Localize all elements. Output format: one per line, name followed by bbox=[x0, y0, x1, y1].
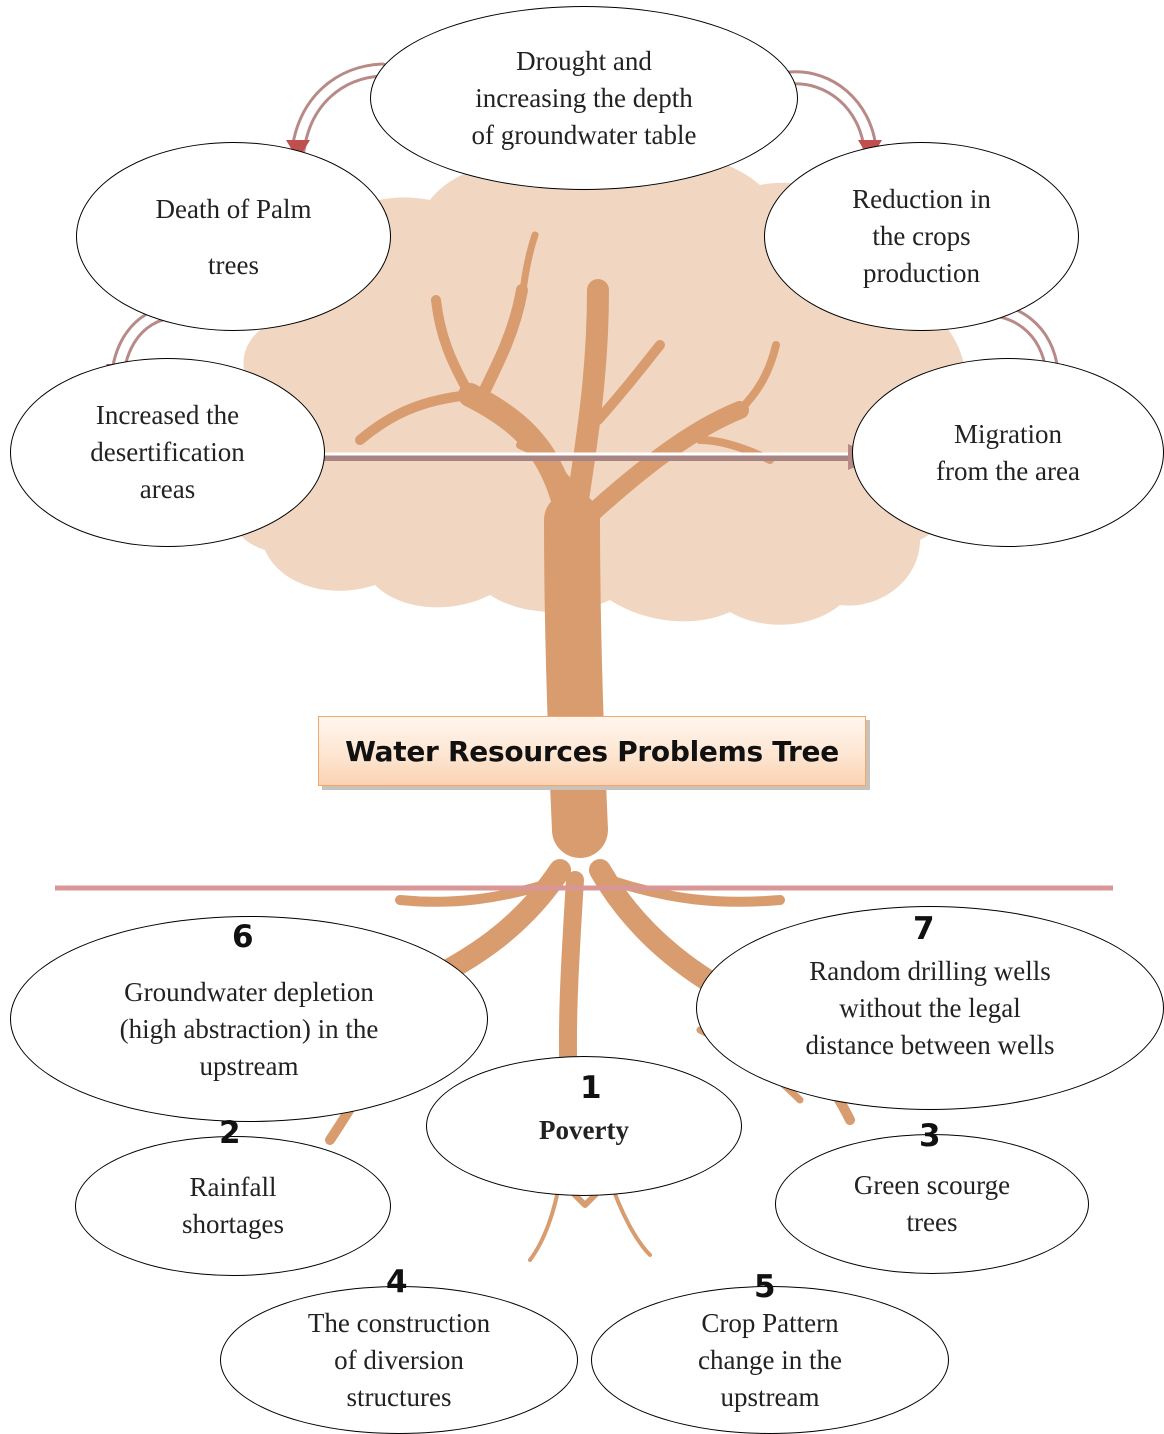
cause-green-scourge: Green scourge trees bbox=[775, 1134, 1089, 1274]
cause-random-drilling: Random drilling wells without the legal … bbox=[696, 906, 1164, 1110]
cause-number-4: 4 bbox=[386, 1264, 408, 1300]
cause-number-1: 1 bbox=[580, 1070, 602, 1106]
effect-crops-reduction: Reduction in the crops production bbox=[764, 142, 1079, 331]
cause-groundwater-depletion: Groundwater depletion (high abstraction)… bbox=[10, 916, 488, 1122]
cause-rainfall-shortages-text: Rainfall shortages bbox=[182, 1172, 284, 1239]
cause-green-scourge-text: Green scourge trees bbox=[853, 1170, 1011, 1237]
effect-migration-text: Migration from the area bbox=[936, 418, 1080, 486]
effect-crops-reduction-text: Reduction in the crops production bbox=[852, 184, 991, 288]
arrow-drought-to-palm bbox=[286, 62, 390, 160]
cause-number-6: 6 bbox=[232, 919, 254, 955]
cause-number-5: 5 bbox=[754, 1269, 776, 1305]
effect-desertification: Increased the desertification areas bbox=[10, 358, 325, 547]
diagram-title: Water Resources Problems Tree bbox=[345, 734, 839, 768]
diagram-title-box: Water Resources Problems Tree bbox=[318, 716, 866, 786]
cause-groundwater-depletion-text: Groundwater depletion (high abstraction)… bbox=[119, 976, 379, 1081]
cause-crop-pattern: Crop Pattern change in the upstream bbox=[591, 1286, 949, 1434]
cause-poverty: Poverty bbox=[426, 1056, 742, 1196]
cause-diversion-structures-text: The construction of diversion structures bbox=[307, 1307, 491, 1412]
effect-palm-death-text: Death of Palm trees bbox=[155, 193, 312, 280]
cause-number-2: 2 bbox=[219, 1115, 241, 1151]
cause-number-7: 7 bbox=[913, 911, 935, 947]
cause-rainfall-shortages: Rainfall shortages bbox=[75, 1136, 391, 1276]
cause-diversion-structures: The construction of diversion structures bbox=[220, 1286, 578, 1434]
cause-poverty-text: Poverty bbox=[539, 1114, 629, 1145]
cause-random-drilling-text: Random drilling wells without the legal … bbox=[805, 955, 1055, 1060]
effect-drought: Drought and increasing the depth of grou… bbox=[370, 6, 798, 190]
effect-desertification-text: Increased the desertification areas bbox=[90, 400, 245, 504]
effect-drought-text: Drought and increasing the depth of grou… bbox=[471, 45, 697, 150]
effect-migration: Migration from the area bbox=[852, 358, 1164, 547]
cause-number-3: 3 bbox=[919, 1118, 941, 1154]
cause-crop-pattern-text: Crop Pattern change in the upstream bbox=[698, 1307, 842, 1412]
effect-palm-death: Death of Palm trees bbox=[76, 142, 391, 331]
